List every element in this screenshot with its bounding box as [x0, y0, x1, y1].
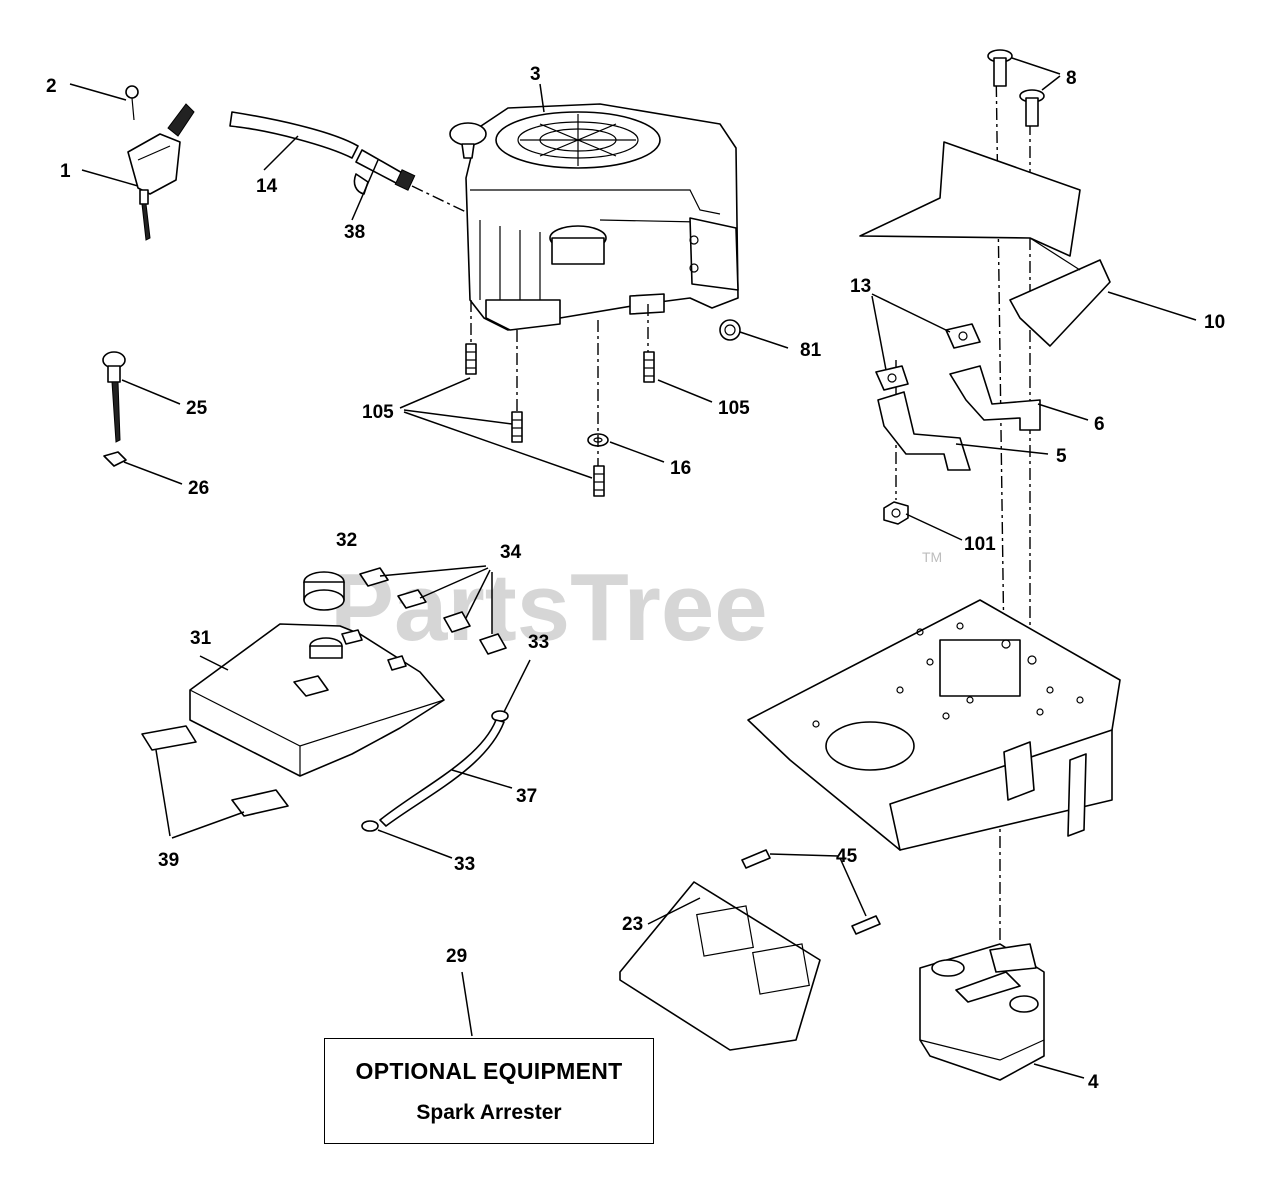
exhaust-pipe-6-part: [949, 365, 1041, 431]
callout-14: 14: [256, 176, 278, 197]
fuel-line-part: [229, 111, 416, 195]
spark-arrester-label: Spark Arrester: [416, 1100, 562, 1124]
engine-part: [449, 103, 739, 331]
callout-23: 23: [622, 914, 643, 935]
callout-5: 5: [1056, 446, 1067, 467]
callout-13: 13: [850, 276, 871, 297]
callout-26: 26: [188, 478, 209, 499]
callout-31: 31: [190, 628, 212, 649]
bolt-part: [465, 343, 655, 497]
callout-10: 10: [1204, 312, 1225, 333]
muffler-part: [919, 943, 1045, 1081]
callout-25: 25: [186, 398, 208, 419]
fuel-hose-part: [379, 719, 505, 827]
callout-33-bottom: 33: [454, 854, 475, 875]
callout-33-top: 33: [528, 632, 549, 653]
fuel-cap-part: [303, 571, 345, 611]
callout-16: 16: [670, 458, 691, 479]
callout-8: 8: [1066, 68, 1077, 89]
watermark-text: PartsTree: [330, 554, 768, 661]
callout-32: 32: [336, 530, 357, 551]
callout-37: 37: [516, 786, 537, 807]
pad-39-part: [141, 725, 289, 817]
optional-equipment-box: OPTIONAL EQUIPMENT Spark Arrester: [324, 1038, 654, 1144]
callout-4: 4: [1088, 1072, 1099, 1093]
callout-3: 3: [530, 64, 541, 85]
plug-part: [719, 319, 741, 341]
mounting-plate-part: [747, 599, 1121, 851]
optional-equipment-title: OPTIONAL EQUIPMENT: [355, 1057, 623, 1084]
callout-29: 29: [446, 946, 467, 967]
callout-1: 1: [60, 161, 71, 182]
screw-45-part: [741, 849, 881, 935]
callout-105-right: 105: [718, 398, 750, 419]
throttle-control-part: [125, 85, 195, 241]
gasket-part: [875, 323, 981, 391]
callout-45: 45: [836, 846, 858, 867]
callout-39: 39: [158, 850, 179, 871]
heat-shield-part: [859, 141, 1111, 347]
callout-34: 34: [500, 542, 522, 563]
nut-101-part: [883, 501, 909, 525]
callout-6: 6: [1094, 414, 1105, 435]
callout-101: 101: [964, 534, 996, 555]
callout-38: 38: [344, 222, 365, 243]
callout-81: 81: [800, 340, 822, 361]
spark-arrester-plate-part: [619, 881, 821, 1051]
exhaust-pipe-5-part: [877, 391, 971, 471]
callout-105-left: 105: [362, 402, 394, 423]
pad-34-part: [359, 567, 507, 655]
fuel-tank-part: [189, 623, 445, 777]
dipstick-part: [102, 351, 127, 467]
bolt-8-part: [987, 49, 1045, 127]
watermark-trademark: TM: [922, 549, 942, 565]
callout-2: 2: [46, 76, 57, 97]
